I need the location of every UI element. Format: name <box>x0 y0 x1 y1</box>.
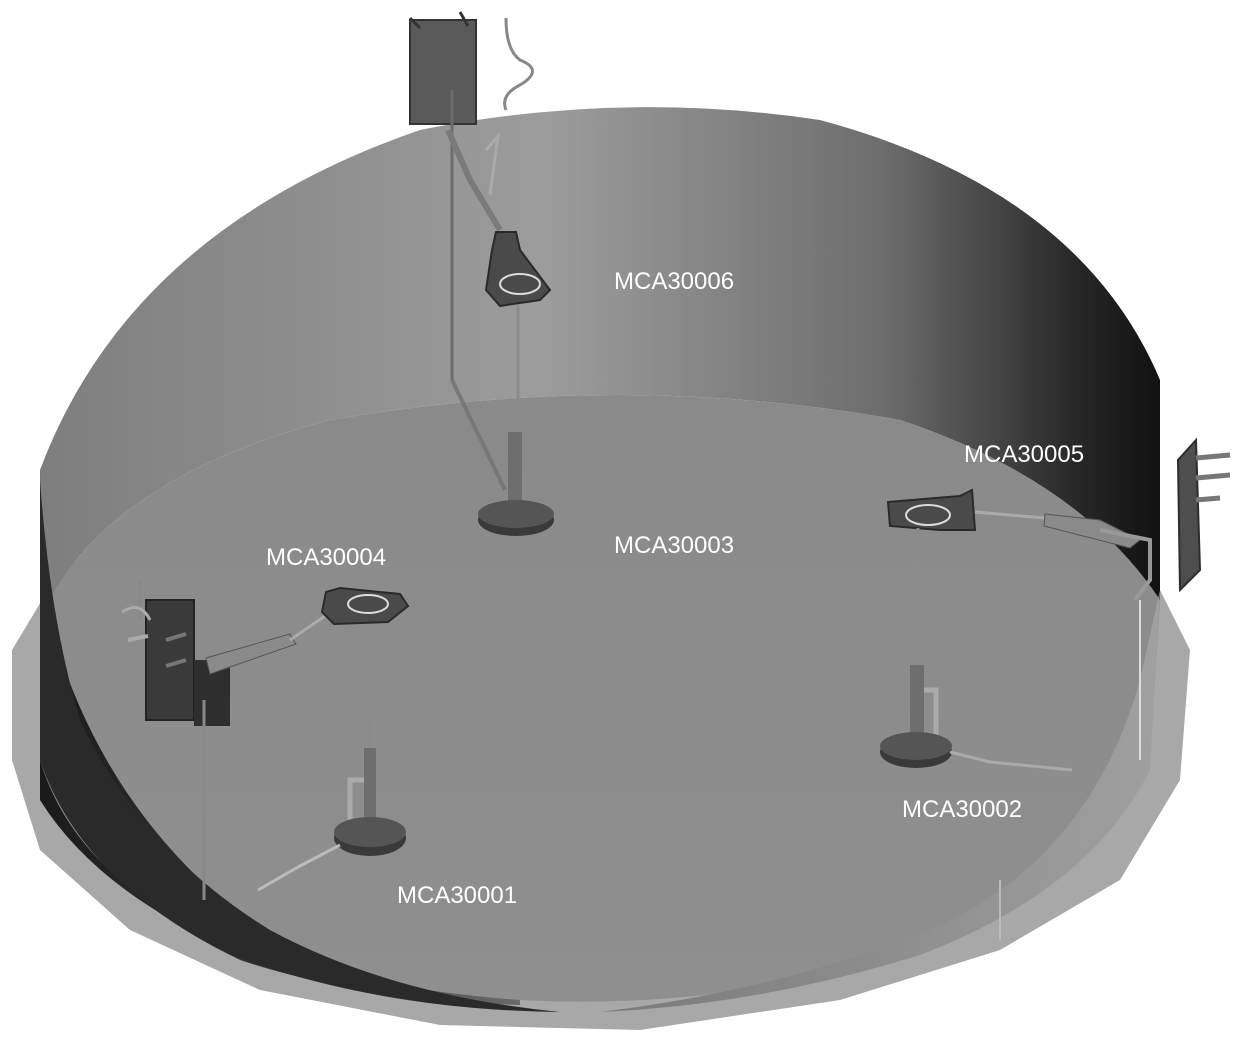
left-bracket-plate <box>145 599 195 721</box>
right-bracket-plate <box>1176 437 1202 593</box>
sensor-label-mca30003: MCA30003 <box>614 532 735 559</box>
tank-floor <box>40 395 1160 1002</box>
tank-wall-front-left-shade <box>40 480 560 1012</box>
cable <box>503 17 534 111</box>
sensor-mca30005-assembly <box>880 437 1231 772</box>
sensor-label-mca30006: MCA30006 <box>614 268 735 295</box>
sensor-mca30006-assembly <box>408 11 554 536</box>
tank-wall-back <box>40 107 1160 621</box>
top-bracket-plate <box>409 19 477 125</box>
sensor-label-mca30004: MCA30004 <box>266 544 387 571</box>
sensor-label-mca30002: MCA30002 <box>902 796 1023 823</box>
sensor-mca30004-assembly <box>121 580 410 900</box>
cable <box>949 750 1073 772</box>
sensor-label-mca30001: MCA30001 <box>397 882 518 909</box>
sensor-label-mca30005: MCA30005 <box>964 441 1085 468</box>
cable <box>257 843 341 892</box>
sensor-head-mca30004 <box>320 586 410 626</box>
